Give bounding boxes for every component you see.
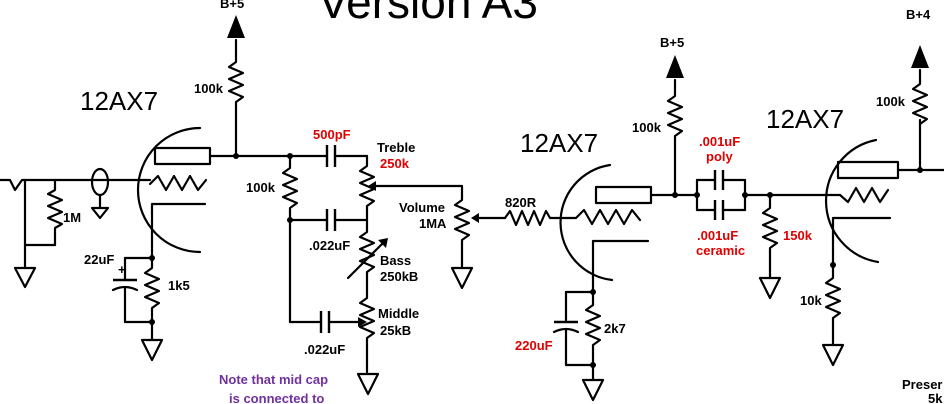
- label-middle: Middle: [378, 306, 419, 321]
- plate-resistor: [666, 78, 684, 157]
- tube-label-2: 12AX7: [520, 128, 598, 158]
- label-r-150k: 150k: [783, 228, 813, 243]
- ground-icon: [90, 206, 110, 220]
- label-r-plate2: 100k: [632, 120, 662, 135]
- label-r-cathode2: 2k7: [604, 321, 626, 336]
- ground-icon: [13, 266, 37, 289]
- tube-cathode: [150, 202, 207, 237]
- supply-arrow-icon: [227, 15, 245, 38]
- label-poly: poly: [706, 149, 733, 164]
- label-c-treble: 500pF: [313, 127, 351, 142]
- treble-pot: [358, 154, 376, 222]
- presence-label-fragment: Preser: [902, 377, 942, 392]
- label-volume-val: 1MA: [419, 216, 447, 231]
- tube-plate: [153, 146, 212, 166]
- ground-icon: [356, 372, 380, 396]
- ground-icon: [581, 378, 605, 402]
- tube-envelope: [559, 163, 614, 282]
- bass-pot: [358, 218, 376, 290]
- supply-arrow-icon: [911, 45, 929, 68]
- label-treble: Treble: [377, 140, 415, 155]
- label-c-poly: .001uF: [699, 134, 740, 149]
- grid-resistor: [46, 178, 64, 247]
- ground-icon: [821, 343, 845, 367]
- stage-1: 1M 12AX7 100k B+5 1k5 + 22uF: [0, 0, 292, 362]
- label-c-ceramic: .001uF: [697, 228, 738, 243]
- plate-resistor: [911, 68, 929, 126]
- note-line-1: Note that mid cap: [219, 372, 328, 387]
- label-bass-val: 250kB: [380, 269, 418, 284]
- ferrite-bead-icon: [90, 167, 110, 197]
- label-r-grid-stop: 820R: [505, 195, 537, 210]
- volume-pot: [453, 194, 471, 270]
- volume-control: Volume 1MA 820R: [399, 194, 572, 290]
- tube-cathode: [831, 216, 892, 267]
- tube-plate: [836, 160, 900, 180]
- supply-label-3: B+4: [906, 7, 931, 22]
- label-c-mid: .022uF: [304, 342, 345, 357]
- tube-grid: [568, 208, 642, 226]
- ground-icon: [758, 276, 782, 300]
- label-volume: Volume: [399, 200, 445, 215]
- supply-arrow-icon: [666, 55, 684, 78]
- label-r-plate3: 100k: [876, 94, 906, 109]
- cathode-resistor: [824, 263, 842, 347]
- cathode-resistor: [584, 290, 602, 382]
- label-r-grid: 1M: [63, 210, 81, 225]
- label-c-bass: .022uF: [309, 238, 350, 253]
- cathode-resistor: [143, 256, 161, 342]
- tube-envelope: [824, 138, 880, 264]
- label-r-cathode1: 1k5: [168, 278, 190, 293]
- label-c-cathode2: 220uF: [515, 338, 553, 353]
- tube-label-1: 12AX7: [80, 86, 158, 116]
- stage-3: 12AX7 100k B+4 10k: [766, 7, 944, 367]
- label-r-slope: 100k: [246, 180, 276, 195]
- title-fragment: Version A3: [318, 0, 538, 28]
- ground-icon: [140, 338, 164, 362]
- supply-label-2: B+5: [660, 35, 684, 50]
- stage-2: 12AX7 100k B+5 .001uF poly .001uF cerami…: [515, 35, 842, 402]
- cap-polarity-plus: +: [118, 262, 126, 277]
- ground-icon: [450, 266, 474, 290]
- tube-envelope: [136, 126, 202, 254]
- tube-grid: [838, 186, 890, 204]
- label-r-10k: 10k: [800, 293, 822, 308]
- label-bass: Bass: [380, 253, 411, 268]
- slope-resistor: [281, 154, 299, 222]
- grid-leak-resistor: [761, 193, 779, 280]
- plate-resistor: [227, 38, 245, 122]
- label-treble-val: 250k: [380, 156, 410, 171]
- note-line-2: is connected to: [229, 391, 324, 404]
- label-r-plate1: 100k: [194, 81, 224, 96]
- tube-cathode: [591, 239, 650, 272]
- presence-val-fragment: 5k: [928, 391, 943, 404]
- label-middle-val: 25kB: [380, 323, 411, 338]
- middle-pot: [358, 286, 376, 374]
- label-c-cathode1: 22uF: [84, 252, 114, 267]
- tone-stack: 500pF 100k .022uF .022uF Treble 250k Bas…: [246, 127, 464, 396]
- tube-label-3: 12AX7: [766, 104, 844, 134]
- tube-plate: [594, 185, 653, 205]
- supply-label-1: B+5: [220, 0, 244, 11]
- grid-stopper-resistor: [503, 209, 572, 227]
- label-ceramic: ceramic: [696, 243, 745, 258]
- tube-grid: [148, 174, 208, 192]
